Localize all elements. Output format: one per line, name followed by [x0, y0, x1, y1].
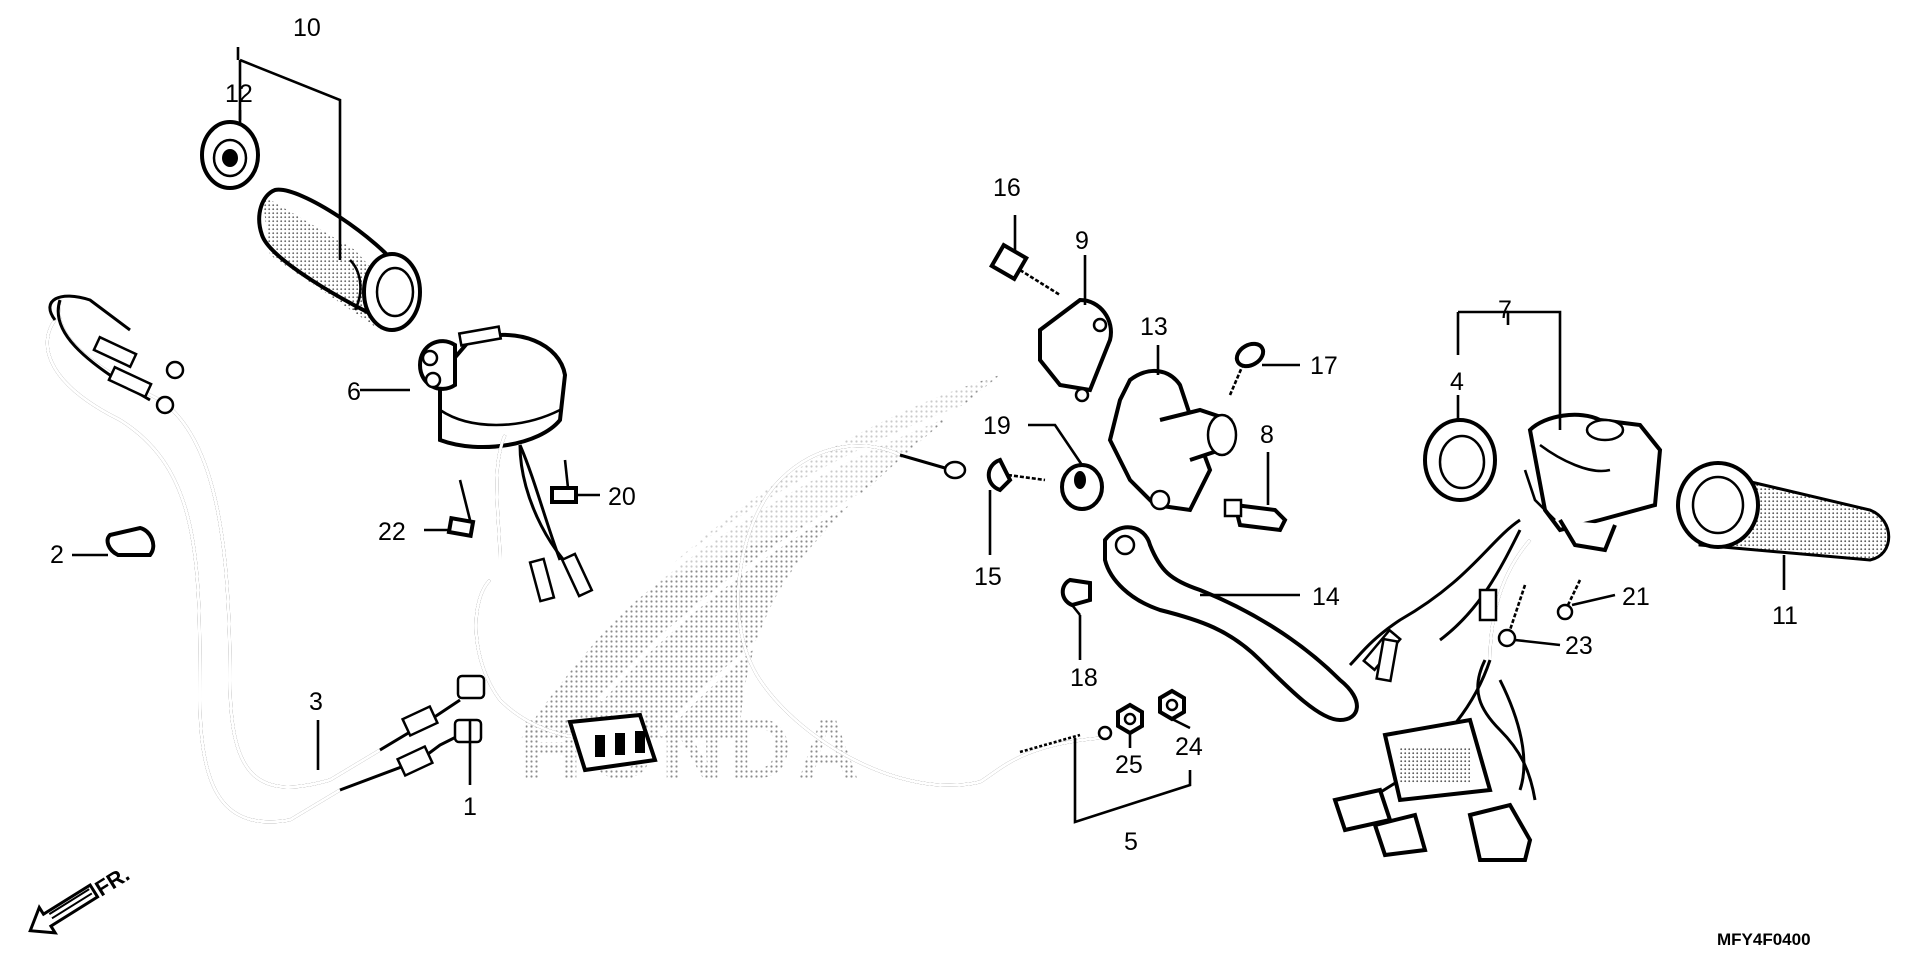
- switch-8: [1223, 498, 1288, 533]
- right-switch-housing-7: [1332, 412, 1663, 862]
- callout-22: 22: [378, 518, 406, 546]
- callout-2: 2: [50, 541, 64, 569]
- bolt-18: [1060, 577, 1092, 616]
- screw-21: [1556, 579, 1582, 621]
- callout-4: 4: [1450, 368, 1464, 396]
- right-grip-11: [1676, 461, 1891, 562]
- diagram-code: MFY4F0400: [1717, 930, 1811, 949]
- clutch-lever-14: [1103, 525, 1359, 723]
- callout-25: 25: [1115, 751, 1143, 779]
- callout-14: 14: [1312, 583, 1340, 611]
- nut-25: [1116, 702, 1144, 736]
- clutch-cable: [736, 444, 1113, 787]
- callout-24: 24: [1175, 733, 1203, 761]
- callout-5: 5: [1124, 828, 1138, 856]
- callout-7: 7: [1498, 296, 1512, 324]
- callout-15: 15: [974, 563, 1002, 591]
- throttle-grip: [257, 187, 422, 332]
- left-switch-housing: [417, 325, 658, 773]
- callout-12: 12: [225, 80, 253, 108]
- callout-23: 23: [1565, 632, 1593, 660]
- callout-1: 1: [463, 793, 477, 821]
- callout-17: 17: [1310, 352, 1338, 380]
- callout-11: 11: [1772, 602, 1798, 630]
- callout-labels: 10 12 6 22 20 2 3 1 16 9 13 17 8 19 15 1…: [50, 14, 1798, 856]
- screw-23: [1497, 584, 1527, 648]
- callout-21: 21: [1622, 583, 1650, 611]
- lever-holder-9: [1038, 297, 1113, 403]
- bolt-16: [989, 242, 1061, 297]
- callout-18: 18: [1070, 664, 1098, 692]
- honda-watermark-text: HONDA: [520, 701, 865, 797]
- throttle-cables: [45, 294, 486, 824]
- screw-17: [1228, 341, 1266, 396]
- callout-6: 6: [347, 378, 361, 406]
- leader-lines: [72, 47, 1786, 824]
- callout-10: 10: [293, 14, 321, 42]
- adjuster-19: [1060, 463, 1104, 511]
- grip-end-cap: [200, 120, 260, 190]
- throttle-grip-assembly: [200, 120, 422, 332]
- nut-24: [1158, 688, 1186, 722]
- pivot-bolt-15: [986, 457, 1046, 493]
- lever-bracket-13: [1107, 369, 1238, 513]
- front-direction-arrow: FR.: [28, 861, 134, 935]
- callout-3: 3: [309, 688, 323, 716]
- callout-16: 16: [993, 174, 1021, 202]
- callout-19: 19: [983, 412, 1011, 440]
- callout-8: 8: [1260, 421, 1274, 449]
- callout-9: 9: [1075, 227, 1089, 255]
- screw-22: [446, 479, 476, 539]
- callout-13: 13: [1140, 313, 1168, 341]
- collar-4: [1423, 418, 1497, 502]
- callout-20: 20: [608, 483, 636, 511]
- screw-20: [550, 459, 578, 504]
